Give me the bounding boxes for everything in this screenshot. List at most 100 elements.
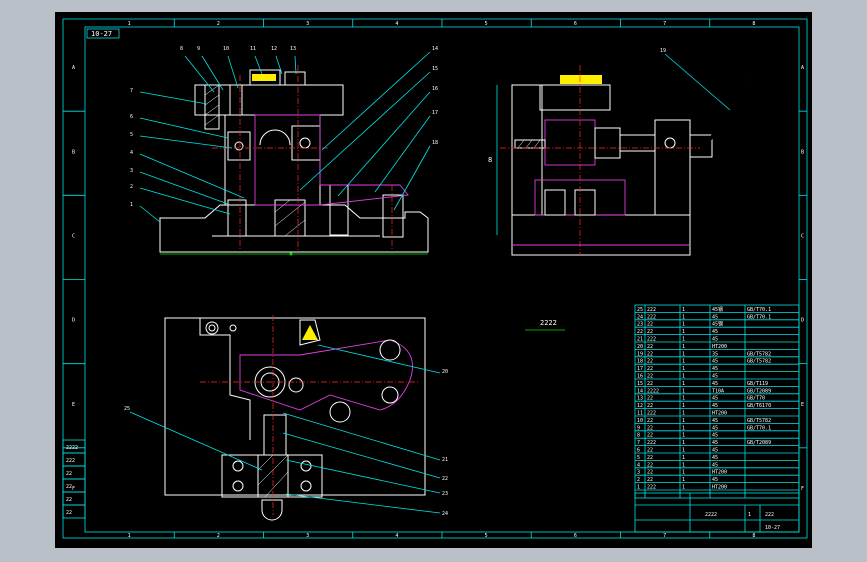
bom-cell: 222 xyxy=(647,337,656,343)
grid-row-label: F xyxy=(72,486,75,492)
bom-cell: 45 xyxy=(712,381,718,387)
grid-col-label-bottom: 1 xyxy=(128,533,131,539)
bom-cell: 22 xyxy=(647,462,653,468)
grid-col-label-bottom: 8 xyxy=(752,533,755,539)
bom-cell: 8 xyxy=(637,433,640,439)
side-table-cell: 22 xyxy=(66,471,72,477)
bom-cell: 15 xyxy=(637,381,643,387)
bom-cell: 1 xyxy=(682,314,685,320)
bom-cell: GB/T70.1 xyxy=(747,307,771,313)
bom-cell: 1 xyxy=(682,329,685,335)
part-callout: 12 xyxy=(271,46,277,52)
grid-row-label-right: C xyxy=(801,233,804,239)
grid-col-label: 8 xyxy=(752,21,755,27)
bom-cell: 222 xyxy=(647,440,656,446)
bom-cell: 1 xyxy=(682,337,685,343)
outer-border xyxy=(62,18,808,539)
part-callout: 6 xyxy=(130,114,133,120)
bom-cell: 45 xyxy=(712,448,718,454)
part-callout: 25 xyxy=(124,406,130,412)
bom-cell: GB/T6170 xyxy=(747,403,771,409)
part-callout: 16 xyxy=(432,86,438,92)
bom-cell: 22 xyxy=(647,322,653,328)
bom-cell: 1 xyxy=(682,425,685,431)
title-tag: 10-27 xyxy=(91,30,112,38)
part-callout: 3 xyxy=(130,168,133,174)
bom-cell: 22 xyxy=(647,477,653,483)
bom-cell: 21 xyxy=(637,337,643,343)
bom-cell: GB/T70.1 xyxy=(747,425,771,431)
bom-cell: 3 xyxy=(637,470,640,476)
grid-col-label: 7 xyxy=(663,21,666,27)
bom-cell: 24 xyxy=(637,314,643,320)
bom-cell: 20 xyxy=(637,344,643,350)
bom-cell: GB/T119 xyxy=(747,381,768,387)
bom-cell: 23 xyxy=(637,322,643,328)
bom-cell: 22 xyxy=(647,418,653,424)
bom-cell: 45 xyxy=(712,366,718,372)
bom-cell: 11 xyxy=(637,411,643,417)
bom-cell: 1 xyxy=(682,388,685,394)
bom-cell: 1 xyxy=(682,470,685,476)
bom-cell: 45 xyxy=(712,425,718,431)
bom-cell: 22 xyxy=(647,344,653,350)
part-callout: 11 xyxy=(250,46,256,52)
side-table-cell: 222 xyxy=(66,458,75,464)
bom-cell: 1 xyxy=(682,455,685,461)
bom-cell: 22 xyxy=(647,403,653,409)
bom-cell: 1 xyxy=(682,403,685,409)
part-callout: 10 xyxy=(223,46,229,52)
bom-cell: 1 xyxy=(682,322,685,328)
bom-cell: 1 xyxy=(682,381,685,387)
bom-cell: 35 xyxy=(712,351,718,357)
bom-cell: 22 xyxy=(647,433,653,439)
bom-cell: 45 xyxy=(712,396,718,402)
bom-cell: 22 xyxy=(647,425,653,431)
bom-cell: 1 xyxy=(682,307,685,313)
bom-cell: 45 xyxy=(712,455,718,461)
bom-cell: T10A xyxy=(712,388,724,394)
grid-col-label-bottom: 4 xyxy=(395,533,398,539)
side-dim-label: 8 xyxy=(488,156,492,164)
front-view xyxy=(159,65,429,256)
bom-cell: GB/T2089 xyxy=(747,440,771,446)
bom-cell: 1 xyxy=(682,366,685,372)
grid-col-label: 2 xyxy=(217,21,220,27)
part-callout: 7 xyxy=(130,88,133,94)
side-table-cell: 22 xyxy=(66,497,72,503)
title-block-sheet: 1 xyxy=(748,512,751,518)
bom-cell: HT200 xyxy=(712,485,727,491)
part-callout: 17 xyxy=(432,110,438,116)
bom-cell: 2222 xyxy=(647,388,659,394)
bom-cell: 1 xyxy=(682,477,685,483)
grid-row-label: C xyxy=(72,233,75,239)
bom-cell: 1 xyxy=(682,359,685,365)
grid-col-label: 5 xyxy=(485,21,488,27)
bom-cell: 45 xyxy=(712,433,718,439)
grid-row-label-right: D xyxy=(801,318,804,324)
bom-cell: 45 xyxy=(712,462,718,468)
bom-cell: 45 xyxy=(712,329,718,335)
bom-cell: GB/T70.1 xyxy=(747,314,771,320)
part-callout: 14 xyxy=(432,46,438,52)
side-table-cell: 22 xyxy=(66,510,72,516)
bom-cell: 22 xyxy=(647,366,653,372)
bom-cell: 18 xyxy=(637,359,643,365)
bom-cell: 45钢 xyxy=(712,321,723,328)
part-callout: 5 xyxy=(130,132,133,138)
bom-cell: 22 xyxy=(647,374,653,380)
grid-row-label-right: E xyxy=(801,402,804,408)
grid-col-label-bottom: 7 xyxy=(663,533,666,539)
side-view: 8 xyxy=(488,65,747,256)
bom-cell: GB/T5782 xyxy=(747,359,771,365)
bom-cell: 45 xyxy=(712,337,718,343)
bom-cell: 13 xyxy=(637,396,643,402)
bom-cell: HT200 xyxy=(712,344,727,350)
bom-cell: 6 xyxy=(637,448,640,454)
bom-cell: 1 xyxy=(637,485,640,491)
part-callout: 9 xyxy=(197,46,200,52)
